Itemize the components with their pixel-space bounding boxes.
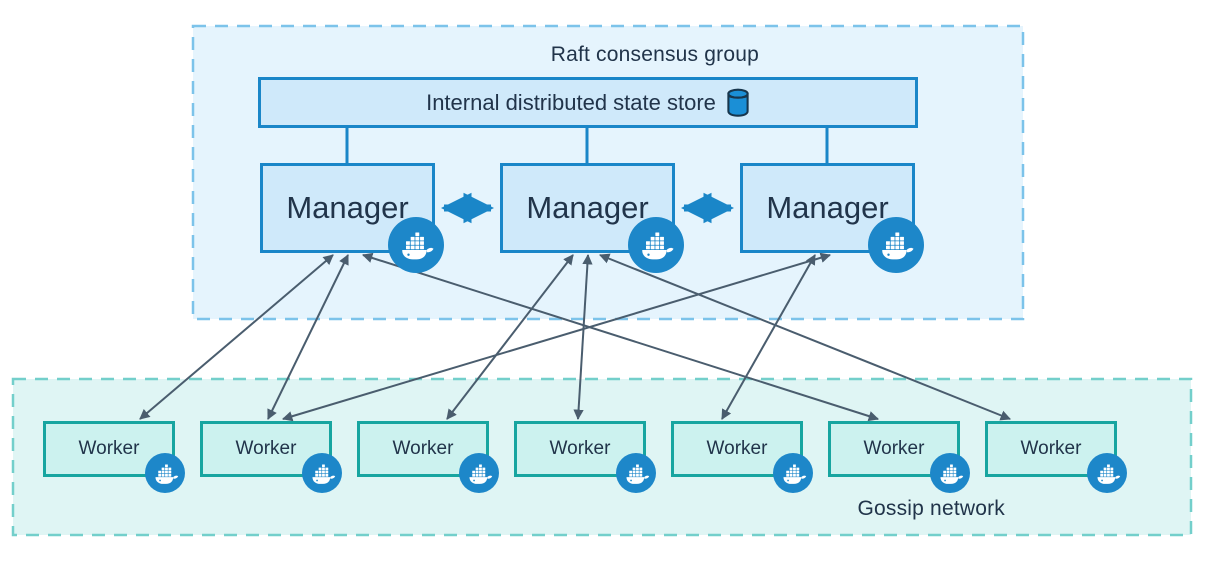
- manager-worker-link-6: [599, 253, 1011, 421]
- manager-worker-link-2: [267, 254, 349, 420]
- manager-label: Manager: [526, 190, 649, 225]
- docker-whale-icon: [868, 217, 924, 273]
- worker-label: Worker: [1020, 438, 1082, 459]
- docker-whale-icon: [388, 217, 444, 273]
- docker-whale-icon: [930, 453, 970, 493]
- state-store-label: Internal distributed state store: [426, 89, 716, 115]
- gossip-network-group-label: Gossip network: [857, 497, 1005, 520]
- docker-whale-icon: [616, 453, 656, 493]
- internal-state-store-node: Internal distributed state store: [258, 77, 918, 128]
- docker-whale-icon: [628, 217, 684, 273]
- manager-label: Manager: [766, 190, 889, 225]
- worker-label: Worker: [392, 438, 454, 459]
- docker-whale-icon: [302, 453, 342, 493]
- docker-whale-icon: [773, 453, 813, 493]
- docker-whale-icon: [145, 453, 185, 493]
- manager-worker-link-5: [573, 253, 593, 421]
- manager-worker-link-1: [139, 254, 334, 420]
- manager-label: Manager: [286, 190, 409, 225]
- worker-label: Worker: [863, 438, 925, 459]
- worker-label: Worker: [549, 438, 611, 459]
- manager-worker-link-8: [282, 252, 831, 422]
- worker-label: Worker: [706, 438, 768, 459]
- worker-label: Worker: [235, 438, 297, 459]
- worker-label: Worker: [78, 438, 140, 459]
- docker-whale-icon: [1087, 453, 1127, 493]
- docker-whale-icon: [459, 453, 499, 493]
- database-icon: [727, 88, 749, 117]
- state-store-content: Internal distributed state store: [426, 88, 750, 117]
- raft-consensus-group-label: Raft consensus group: [550, 43, 759, 66]
